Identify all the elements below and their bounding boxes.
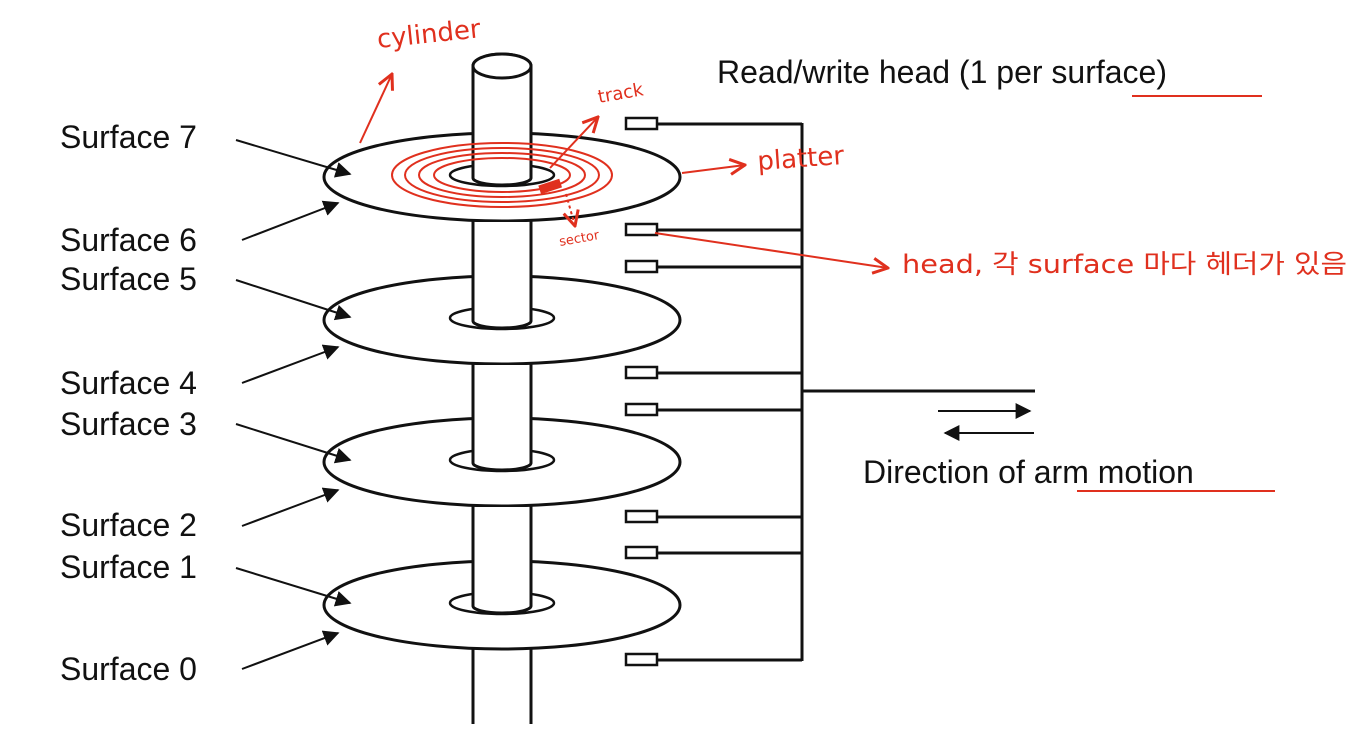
platter-4 [322,507,682,651]
head-surface-1 [624,545,802,560]
head-surface-3 [624,402,802,417]
arm-motion-caption: Direction of arm motion [863,454,1194,490]
surface-3-label: Surface 3 [60,406,197,442]
platter-3 [322,365,682,508]
track-arrow [549,117,598,169]
arm-motion-arrows [938,403,1034,441]
platter-annotation: platter [756,141,845,177]
head-surface-7 [624,116,802,131]
arrow-surface-4 [241,344,340,384]
head-surface-0 [624,652,802,667]
surface-4-label: Surface 4 [60,365,197,401]
surface-7-label: Surface 7 [60,119,197,155]
surface-0-label: Surface 0 [60,651,197,687]
surface-arrows [235,139,352,670]
platter-arrow [681,165,745,173]
arrow-surface-2 [241,487,340,527]
head-surface-6 [624,222,802,237]
head-surface-5 [624,259,802,274]
track-rings [391,142,613,208]
sector-annotation: sector [558,228,601,250]
surface-2-label: Surface 2 [60,507,197,543]
track-annotation: track [596,79,645,108]
cylinder-arrow [359,74,392,144]
head-surface-2 [624,509,802,524]
surface-6-label: Surface 6 [60,222,197,258]
arrow-surface-1 [235,567,352,607]
arrow-surface-5 [235,279,352,321]
read-write-head-caption: Read/write head (1 per surface) [717,54,1167,90]
head-note-arrow [654,232,888,268]
arrow-surface-6 [241,200,340,241]
surface-5-label: Surface 5 [60,261,197,297]
platter-top [322,52,682,223]
arrow-surface-7 [235,139,352,178]
arm-assembly [624,116,1035,667]
head-surface-4 [624,365,802,380]
cylinder-annotation: cylinder [376,14,483,55]
head-note-annotation: head, 각 surface 마다 헤더가 있음 [902,250,1347,280]
platter-2 [322,222,682,366]
arrow-surface-3 [235,423,352,464]
arrow-surface-0 [241,630,340,670]
surface-1-label: Surface 1 [60,549,197,585]
